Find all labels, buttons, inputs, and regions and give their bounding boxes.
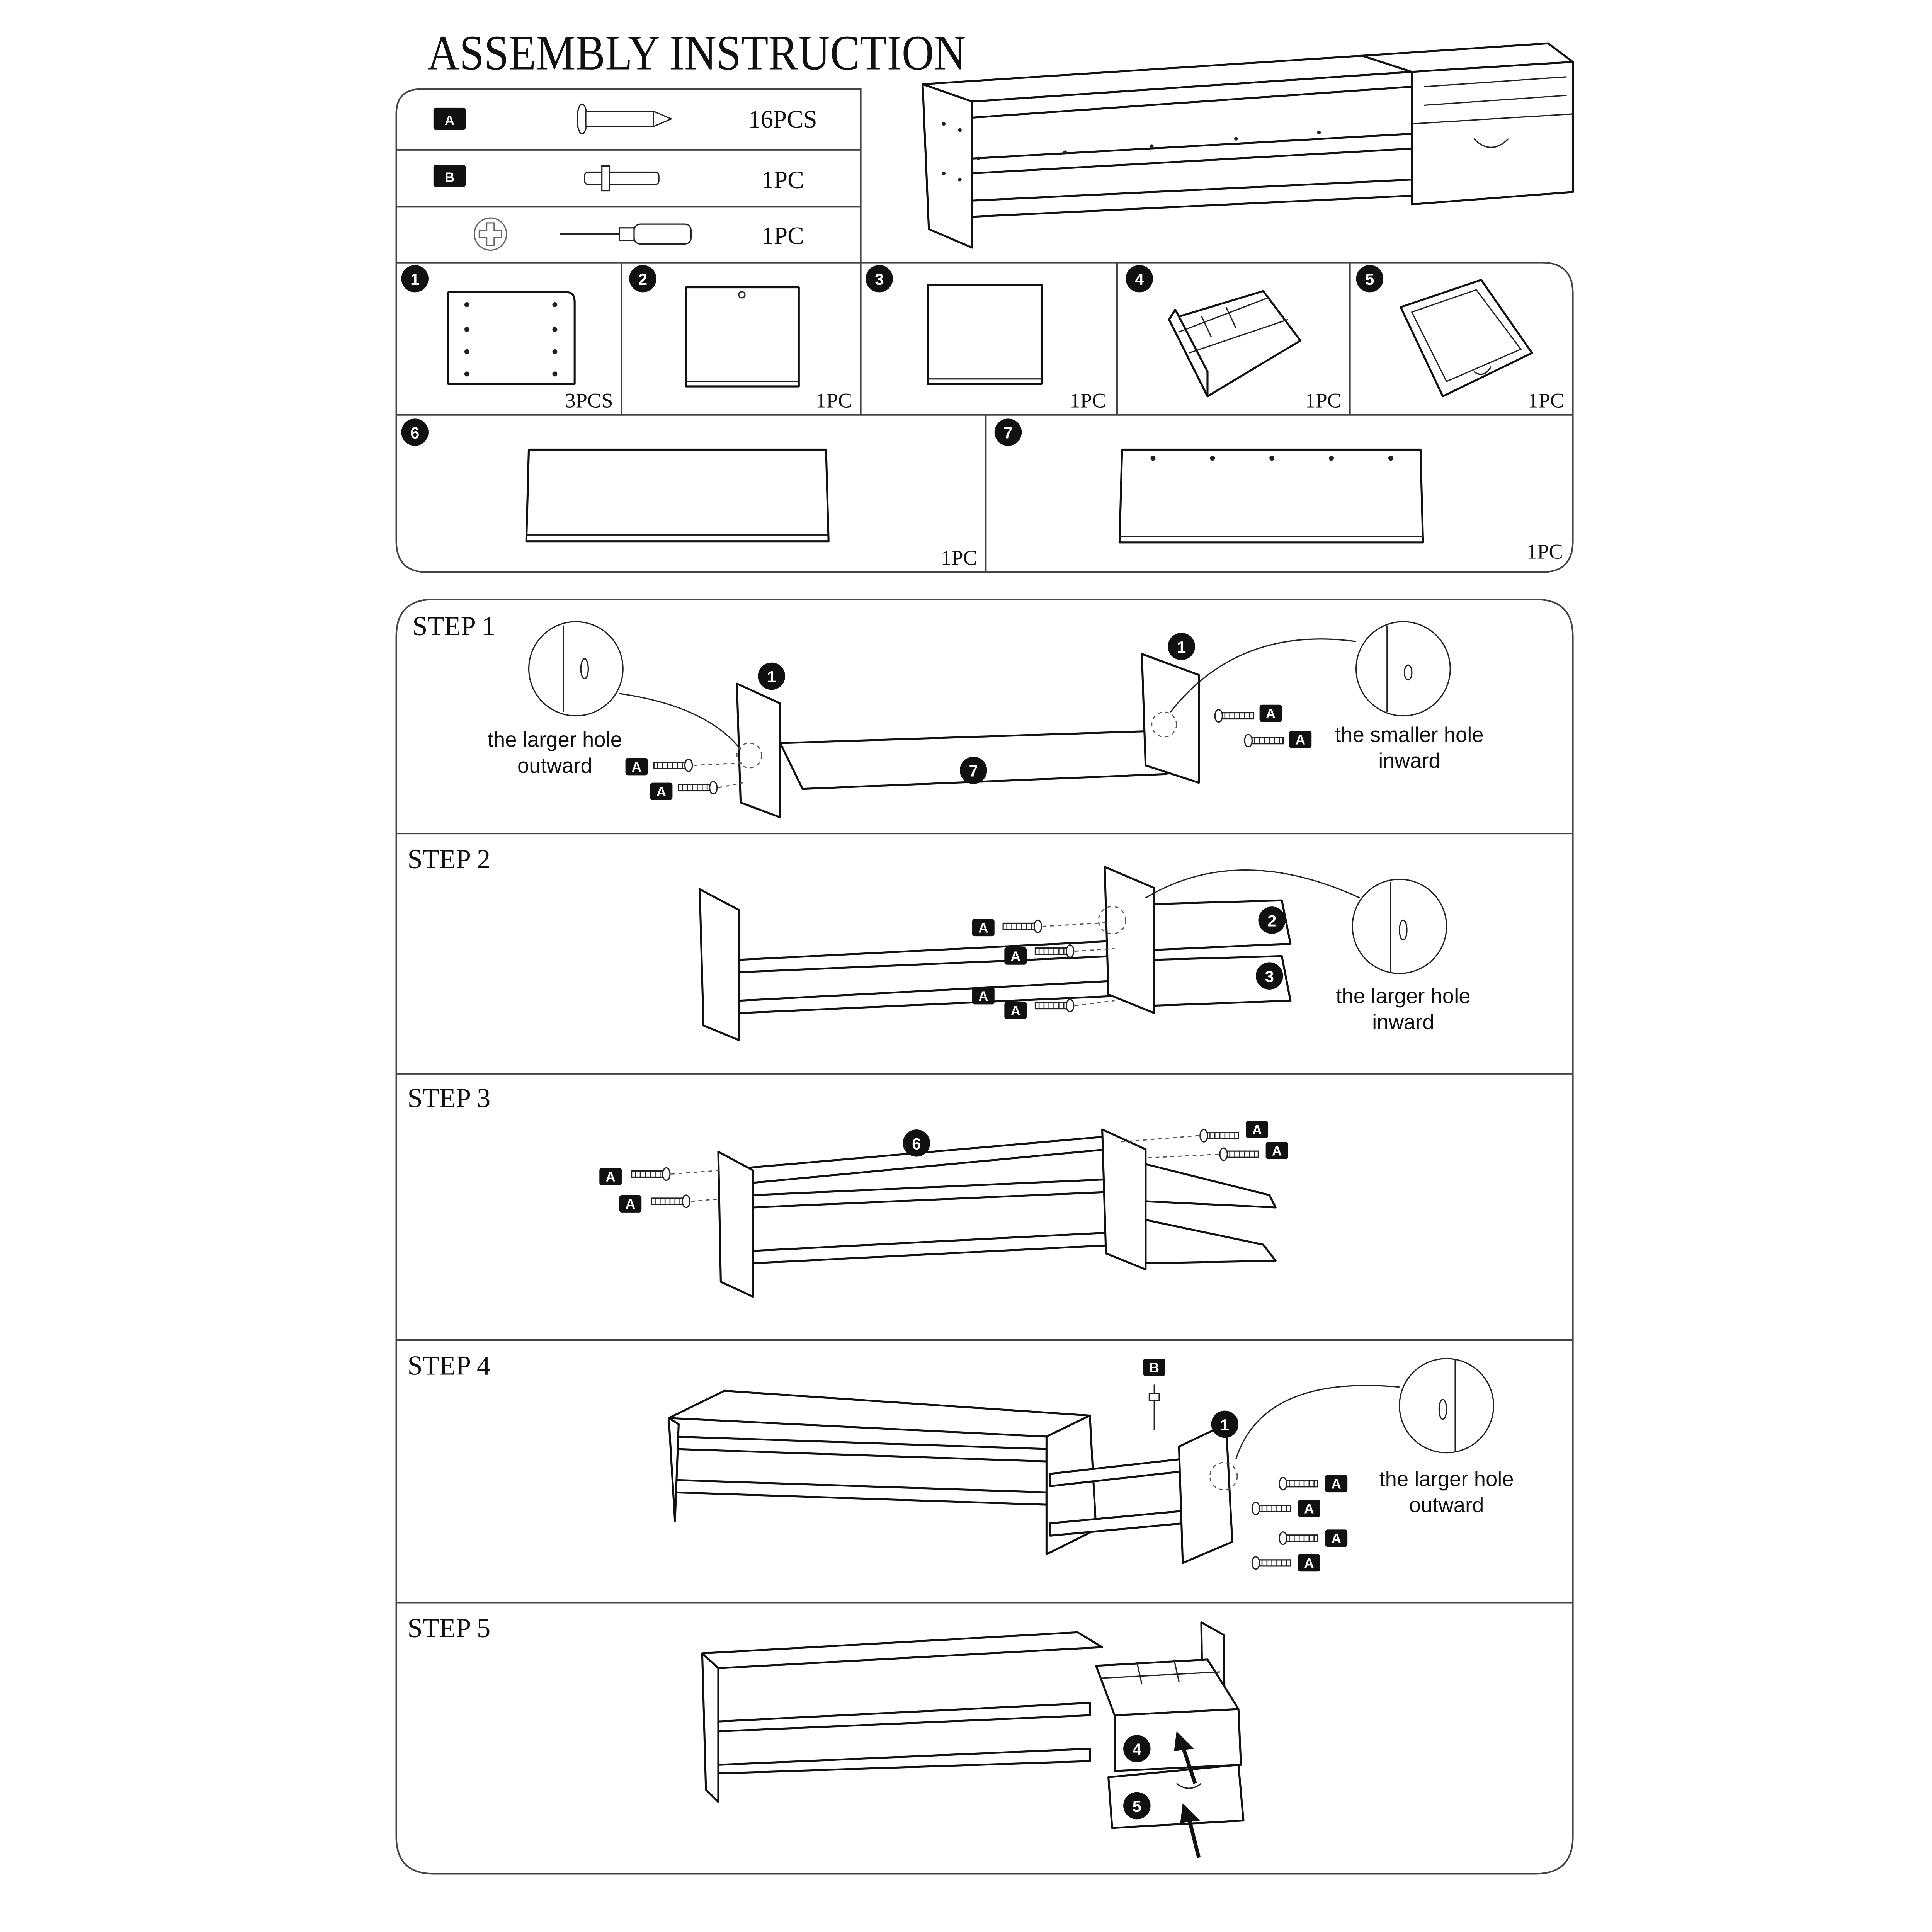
svg-text:1: 1 [1220,1416,1229,1434]
svg-text:5: 5 [1365,270,1374,288]
step-title: STEP 1 [412,611,495,641]
svg-text:6: 6 [410,424,419,442]
svg-text:1PC: 1PC [1070,388,1106,412]
hardware-qty: 1PC [761,222,804,249]
callout-note: the larger hole [1379,1467,1514,1491]
page-title: ASSEMBLY INSTRUCTION [427,25,966,80]
step-title: STEP 5 [407,1613,490,1643]
step-title: STEP 2 [407,844,490,874]
step-3: STEP 3 6 [407,1083,1288,1298]
svg-text:3: 3 [1265,968,1274,986]
svg-text:1PC: 1PC [1305,388,1341,412]
svg-text:3: 3 [875,270,884,288]
svg-text:4: 4 [1133,1740,1141,1759]
part-4-organizer-box: 4 1PC [1126,265,1341,412]
svg-text:B: B [445,170,454,185]
part-2: 2 1PC [629,265,852,412]
callout-note: the smaller hole [1335,723,1484,747]
svg-text:5: 5 [1133,1797,1141,1815]
svg-text:4: 4 [1135,270,1144,288]
callout-note: inward [1372,1010,1434,1034]
parts-list: 1 3PCS 2 1PC 3 1PC 4 1PC 5 1PC 6 [395,262,1574,573]
insert-arrow-icon [1180,1803,1201,1858]
callout-note: the larger hole [488,728,622,752]
assembled-product-illustration [922,42,1574,249]
callout-note: outward [517,754,592,777]
svg-text:A: A [445,113,454,128]
part-6: 6 1PC [401,418,977,570]
hardware-table: A 16PCS B 1PC 1PC [395,88,862,264]
badge-b-icon: B [433,165,466,187]
dowel-pin-icon [584,165,660,192]
step-5: STEP 5 4 5 [407,1613,1245,1858]
hardware-row-screwdriver: 1PC [473,217,804,251]
hardware-qty: 16PCS [748,105,817,133]
insert-arrow-icon [1174,1731,1197,1784]
svg-text:1: 1 [767,668,776,686]
step-title: STEP 4 [407,1351,490,1381]
part-3: 3 1PC [866,265,1106,412]
svg-text:7: 7 [969,762,978,780]
phillips-screwdriver-icon [560,223,692,245]
svg-text:1PC: 1PC [1527,540,1563,563]
svg-text:2: 2 [1267,912,1276,930]
svg-text:1PC: 1PC [941,546,977,570]
badge-a-icon: A [433,107,466,130]
part-5-drawer: 5 1PC [1356,265,1564,412]
step-4: STEP 4 1 the larger hole outward [407,1351,1514,1572]
phillips-icon [473,217,507,251]
part-7: 7 1PC [994,418,1563,563]
part-1: 1 3PCS [401,265,613,412]
svg-text:1PC: 1PC [816,388,852,412]
svg-text:1: 1 [1177,638,1186,656]
assembly-steps: STEP 1 1 1 7 the larger hole outward the… [395,599,1574,1875]
callout-note: the larger hole [1336,984,1470,1008]
svg-text:3PCS: 3PCS [565,388,613,412]
hardware-qty: 1PC [761,166,804,194]
callout-note: inward [1378,749,1440,772]
svg-text:6: 6 [912,1134,921,1153]
screw-icon [576,103,673,134]
step-1: STEP 1 1 1 7 the larger hole outward the… [412,611,1484,818]
svg-text:1: 1 [410,270,419,288]
callout-note: outward [1409,1493,1484,1517]
hardware-row-a: A 16PCS [433,103,817,134]
step-2: STEP 2 2 3 the larger hole inward [407,844,1471,1041]
svg-text:1PC: 1PC [1528,388,1564,412]
step-title: STEP 3 [407,1083,490,1113]
svg-text:2: 2 [638,270,647,288]
hardware-row-b: B 1PC [433,165,804,194]
svg-text:7: 7 [1003,424,1012,442]
